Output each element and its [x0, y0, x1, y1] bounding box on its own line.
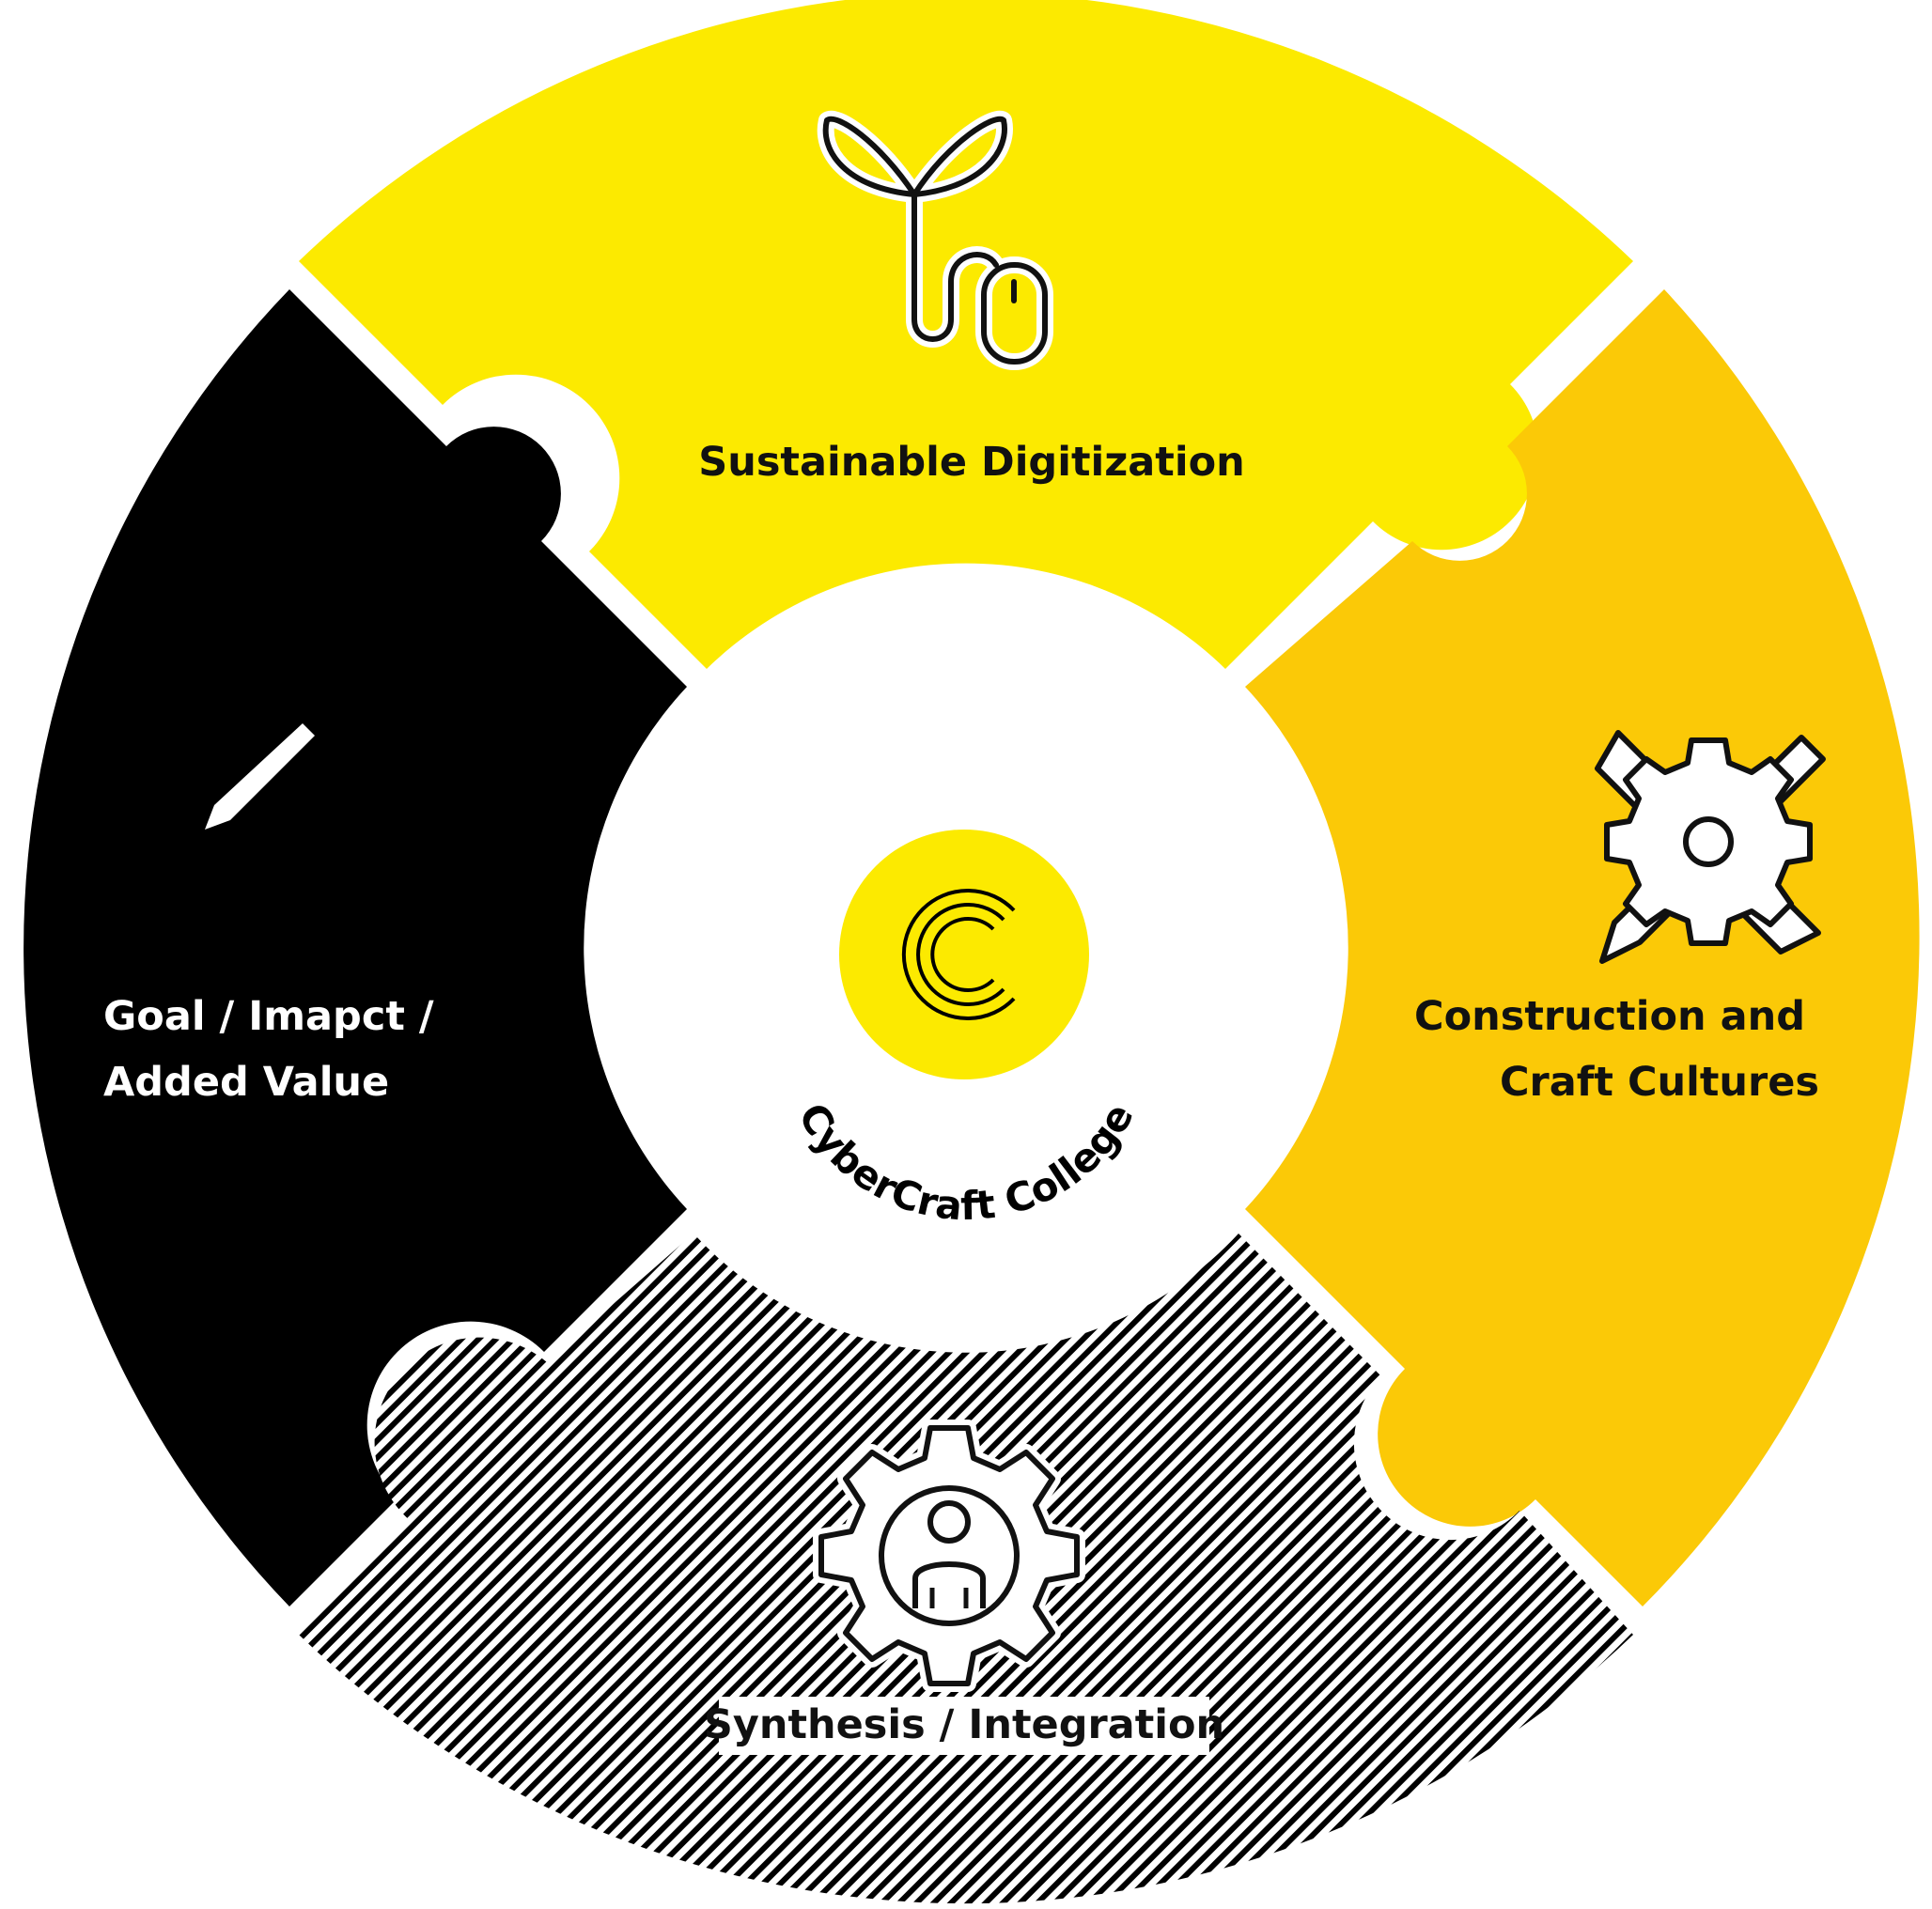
- gear-person-icon: [813, 1420, 1085, 1692]
- segment-top[interactable]: [299, 0, 1633, 669]
- c-logo-icon: [839, 830, 1089, 1079]
- segment-right[interactable]: [1245, 289, 1920, 1606]
- segment-left[interactable]: [23, 289, 687, 1606]
- label-bottom-bg: [719, 1697, 1209, 1755]
- plant-mouse-icon: [817, 110, 1053, 370]
- gear-ruler-pencil-icon: [1595, 730, 1826, 964]
- pencil-icon: [205, 723, 315, 830]
- label-bottom: Synthesis / Integration: [704, 1701, 1224, 1748]
- label-left: Goal / Imapct / Added Value: [103, 993, 448, 1106]
- label-top: Sustainable Digitization: [698, 439, 1245, 486]
- label-right: Construction and Craft Cultures: [1414, 993, 1819, 1106]
